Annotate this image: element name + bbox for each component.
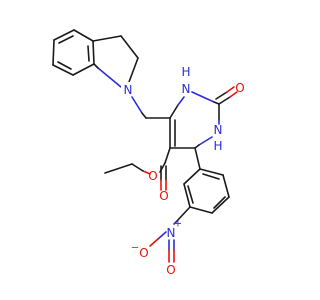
ester-oxygen-single-label: O xyxy=(148,169,157,183)
pyrimidinone-ring xyxy=(169,91,220,149)
atom-label-nitro-o-left: O − xyxy=(131,243,149,261)
atom-label-ester-o-double: O xyxy=(159,189,168,203)
atom-label-indoline-n: N xyxy=(121,82,135,97)
molecule-structure: N H N O N H O O N + O − O xyxy=(52,29,245,277)
nitrophenyl-ring xyxy=(183,147,230,214)
indoline-nitrogen-label: N xyxy=(124,83,133,97)
nitro-plus-charge-label: + xyxy=(174,219,182,230)
nitro-nitrogen-label: N xyxy=(167,226,176,240)
carbonyl-oxygen-label: O xyxy=(235,81,244,95)
carbonyl-group xyxy=(215,86,238,105)
atom-label-nitro-o-bottom: O xyxy=(166,263,175,277)
nh-mid-nitrogen-label: N xyxy=(214,123,223,137)
atom-label-carbonyl-o: O xyxy=(235,81,244,95)
atom-label-nh-top: H N xyxy=(181,65,190,96)
nitro-oxygen-left-label: O xyxy=(139,246,148,260)
nitro-group xyxy=(149,206,191,263)
ethyl-ester-group xyxy=(104,147,171,191)
atom-label-nitro-n: N + xyxy=(167,219,183,241)
indoline-benzene-ring xyxy=(52,29,95,76)
nh-top-nitrogen-label: N xyxy=(182,82,191,96)
nitro-oxygen-bottom-label: O xyxy=(166,263,175,277)
nh-mid-hydrogen-label: H xyxy=(213,139,222,153)
nitro-minus-charge-label: − xyxy=(131,243,139,254)
molecule-canvas: N H N O N H O O N + O − O xyxy=(52,29,245,277)
nh-top-hydrogen-label: H xyxy=(181,65,190,79)
methylene-linker xyxy=(131,96,171,119)
atom-label-ester-o-single: O xyxy=(148,169,157,183)
atom-label-nh-mid: N H xyxy=(213,123,222,153)
ester-oxygen-double-label: O xyxy=(159,189,168,203)
indoline-pyrrolidine-ring xyxy=(92,35,139,88)
